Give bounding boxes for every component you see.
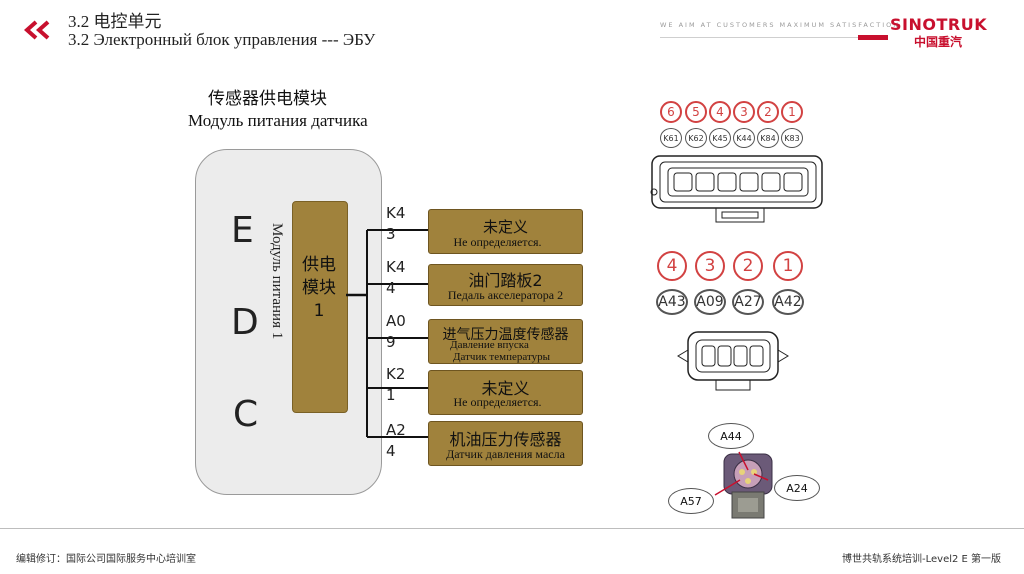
sensor-5-ru: Датчик давления масла [446, 447, 565, 461]
pin-label-a09: A09 [386, 312, 406, 351]
four-pin-connector-drawing [677, 331, 789, 391]
sensor-3-ru-1: Давление впуска [450, 339, 529, 351]
oil-sensor-label-a24: A24 [774, 475, 820, 501]
sensor-4-ru: Не определяется. [453, 395, 542, 409]
sensor-box-2: 油门踏板2 Педаль акселератора 2 [428, 264, 583, 306]
sensor-box-4: 未定义 Не определяется. [428, 370, 583, 415]
connector1-pin-6: 6 [660, 101, 682, 123]
connector1-pin-3: 3 [733, 101, 755, 123]
sinotruk-logo-cn: 中国重汽 [914, 35, 963, 49]
header-accent-bar [858, 35, 888, 40]
sensor-box-3: 进气压力温度传感器 Давление впуска Датчик темпера… [428, 319, 583, 364]
oil-pressure-sensor-image [723, 453, 773, 519]
oil-sensor-label-a44: A44 [708, 423, 754, 449]
connector2-pin-2: 2 [733, 251, 763, 281]
sensor-4-cn: 未定义 [481, 379, 530, 398]
connector2-pin-3: 3 [695, 251, 725, 281]
connector1-code-k61: K61 [660, 128, 682, 148]
sinotruk-logo: SINOTRUK [890, 15, 988, 34]
sensor-2-ru: Педаль акселератора 2 [447, 288, 564, 302]
footer-divider [0, 528, 1024, 529]
company-slogan: WE AIM AT CUSTOMERS MAXIMUM SATISFACTION [660, 21, 901, 29]
sensor-5-cn: 机油压力传感器 [449, 430, 562, 449]
oil-sensor-label-a57: A57 [668, 488, 714, 514]
header-divider [660, 37, 870, 38]
footer-editor-note: 编辑修订：国际公司国际服务中心培训室 [16, 554, 196, 565]
page-title-cn: 3.2 电控单元 [68, 12, 162, 31]
six-pin-connector-drawing [650, 155, 823, 223]
page-title-ru: 3.2 Электронный блок управления --- ЭБУ [68, 30, 376, 49]
wiring-lines [346, 229, 428, 438]
connector2-code-a27: A27 [732, 289, 764, 315]
supply-module-label: 供电模块1 [302, 255, 336, 321]
sensor-1-cn: 未定义 [482, 218, 528, 236]
edc-unit-box [195, 149, 382, 495]
pin-label-k44: K44 [386, 258, 406, 297]
connector1-pin-4: 4 [709, 101, 731, 123]
supply-module-block [292, 201, 348, 413]
connector1-code-k84: K84 [757, 128, 779, 148]
pin-label-k21: K21 [386, 365, 406, 404]
connector1-code-k62: K62 [685, 128, 707, 148]
sensor-3-cn: 进气压力温度传感器 [442, 327, 569, 343]
sensor-2-cn: 油门踏板2 [468, 271, 543, 290]
sensor-box-1: 未定义 Не определяется. [428, 209, 583, 254]
connector2-pin-4: 4 [657, 251, 687, 281]
double-chevron-left-icon [23, 20, 50, 40]
sensor-3-ru-2: Датчик температуры [453, 351, 550, 363]
footer-course-info: 博世共轨系统培训-Level2 E 第一版 [842, 554, 1002, 565]
connector2-pin-1: 1 [773, 251, 803, 281]
connector2-code-a09: A09 [694, 289, 726, 315]
sensor-box-5: 机油压力传感器 Датчик давления масла [428, 421, 583, 466]
pin-label-k43: K43 [386, 204, 406, 243]
pin-label-a24: A24 [386, 421, 406, 460]
edc-letter-d: D [231, 302, 259, 343]
connector1-pin-2: 2 [757, 101, 779, 123]
connector2-code-a42: A42 [772, 289, 804, 315]
module-caption-ru: Модуль питания датчика [188, 111, 368, 130]
connector1-pin-5: 5 [685, 101, 707, 123]
oil-sensor-leader-lines [714, 451, 769, 496]
connector1-pin-1: 1 [781, 101, 803, 123]
edc-letter-e: E [231, 210, 254, 251]
edc-letter-c: C [233, 394, 259, 435]
sensor-1-ru: Не определяется. [453, 235, 542, 249]
connector1-code-k83: K83 [781, 128, 803, 148]
connector2-code-a43: A43 [656, 289, 688, 315]
connector1-code-k44: K44 [733, 128, 755, 148]
connector1-code-k45: K45 [709, 128, 731, 148]
module-caption-cn: 传感器供电模块 [208, 89, 327, 109]
supply-module-vertical-label: Модуль питания 1 [269, 223, 285, 340]
